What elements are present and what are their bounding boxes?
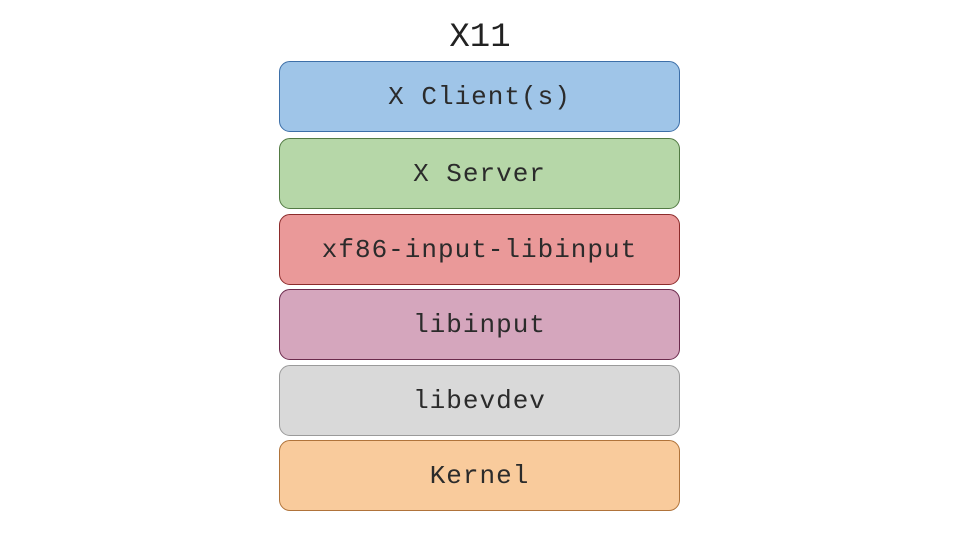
layer-label: Kernel xyxy=(429,460,530,491)
layer-kernel: Kernel xyxy=(279,440,680,511)
layer-x-clients: X Client(s) xyxy=(279,61,680,132)
layer-label: libevdev xyxy=(413,385,546,416)
layer-label: X Client(s) xyxy=(388,81,571,112)
layer-libinput: libinput xyxy=(279,289,680,360)
layer-libevdev: libevdev xyxy=(279,365,680,436)
layer-x-server: X Server xyxy=(279,138,680,209)
layer-label: X Server xyxy=(413,158,546,189)
layer-label: xf86-input-libinput xyxy=(321,234,638,265)
diagram-title: X11 xyxy=(449,19,511,57)
layer-label: libinput xyxy=(413,309,546,340)
layer-xf86-input-libinput: xf86-input-libinput xyxy=(279,214,680,285)
